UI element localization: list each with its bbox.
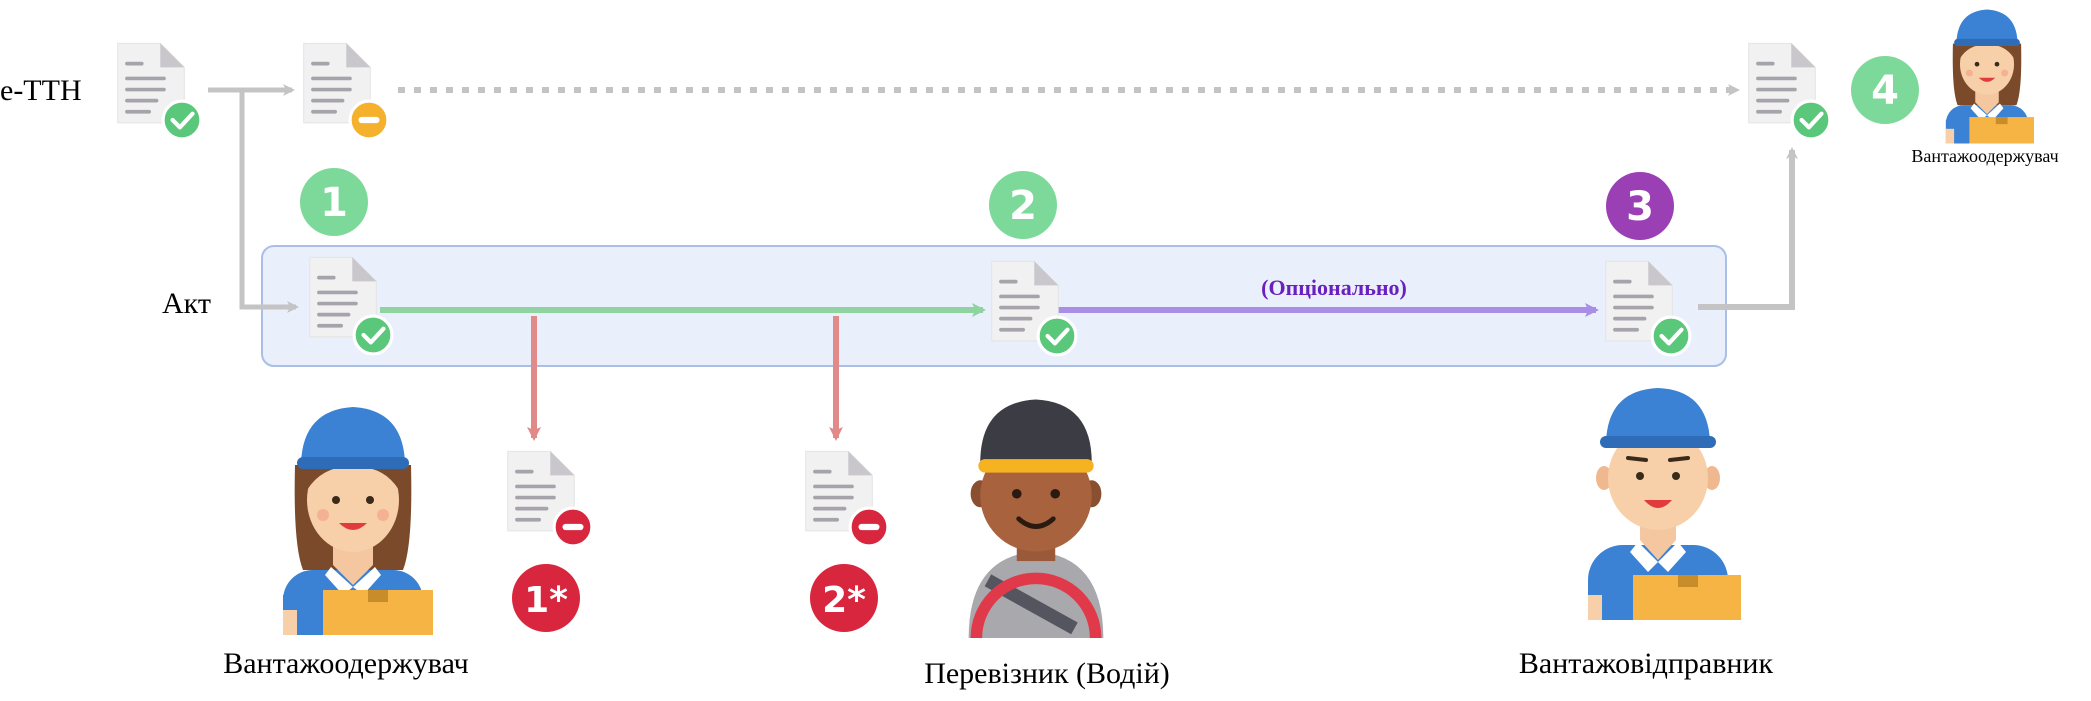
check-badge-icon — [1038, 317, 1076, 355]
step-badge-2-text: 2 — [1009, 183, 1037, 229]
carrier-avatar — [969, 400, 1104, 698]
carrier-label: Перевізник (Водій) — [924, 657, 1170, 690]
ettn-document-pending — [303, 42, 390, 141]
check-badge-icon — [354, 316, 392, 354]
ettn-document-signed — [117, 42, 201, 139]
step-badge-4: 4 — [1851, 56, 1919, 124]
act-row-label: Акт — [162, 287, 211, 320]
rejected-document-2 — [805, 450, 890, 548]
receiver-label: Вантажоодержувач — [223, 647, 469, 680]
receiver-small-label: Вантажоодержувач — [1911, 146, 2058, 166]
ettn-to-act-arrow — [239, 90, 299, 313]
act-to-ettn-arrow — [1698, 147, 1798, 310]
step-badge-1-text: 1 — [320, 180, 348, 226]
minus-badge-icon — [848, 506, 890, 548]
step-badge-2: 2 — [989, 171, 1057, 239]
minus-badge-icon — [348, 99, 390, 141]
reject-badge-1-text: 1* — [524, 580, 568, 621]
check-badge-icon — [163, 101, 201, 139]
step-badge-3-text: 3 — [1626, 184, 1654, 230]
check-badge-icon — [1792, 101, 1830, 139]
reject-badge-2: 2* — [810, 564, 878, 632]
sender-avatar — [1588, 388, 1743, 620]
reject-badge-1: 1* — [512, 564, 580, 632]
reject-badge-2-text: 2* — [822, 580, 866, 621]
receiver-small-avatar — [1945, 9, 2034, 144]
rejected-document-1 — [507, 450, 594, 548]
optional-label: (Опціонально) — [1261, 275, 1407, 300]
ettn-row-label: е-ТТН — [0, 74, 82, 107]
receiver-avatar — [283, 407, 433, 635]
step-badge-3: 3 — [1606, 172, 1674, 240]
step-badge-4-text: 4 — [1871, 68, 1899, 114]
check-badge-icon — [1652, 317, 1690, 355]
minus-badge-icon — [552, 506, 594, 548]
ettn-document-final — [1748, 42, 1830, 139]
sender-label: Вантажовідправник — [1519, 647, 1774, 680]
step-badge-1: 1 — [300, 168, 368, 236]
